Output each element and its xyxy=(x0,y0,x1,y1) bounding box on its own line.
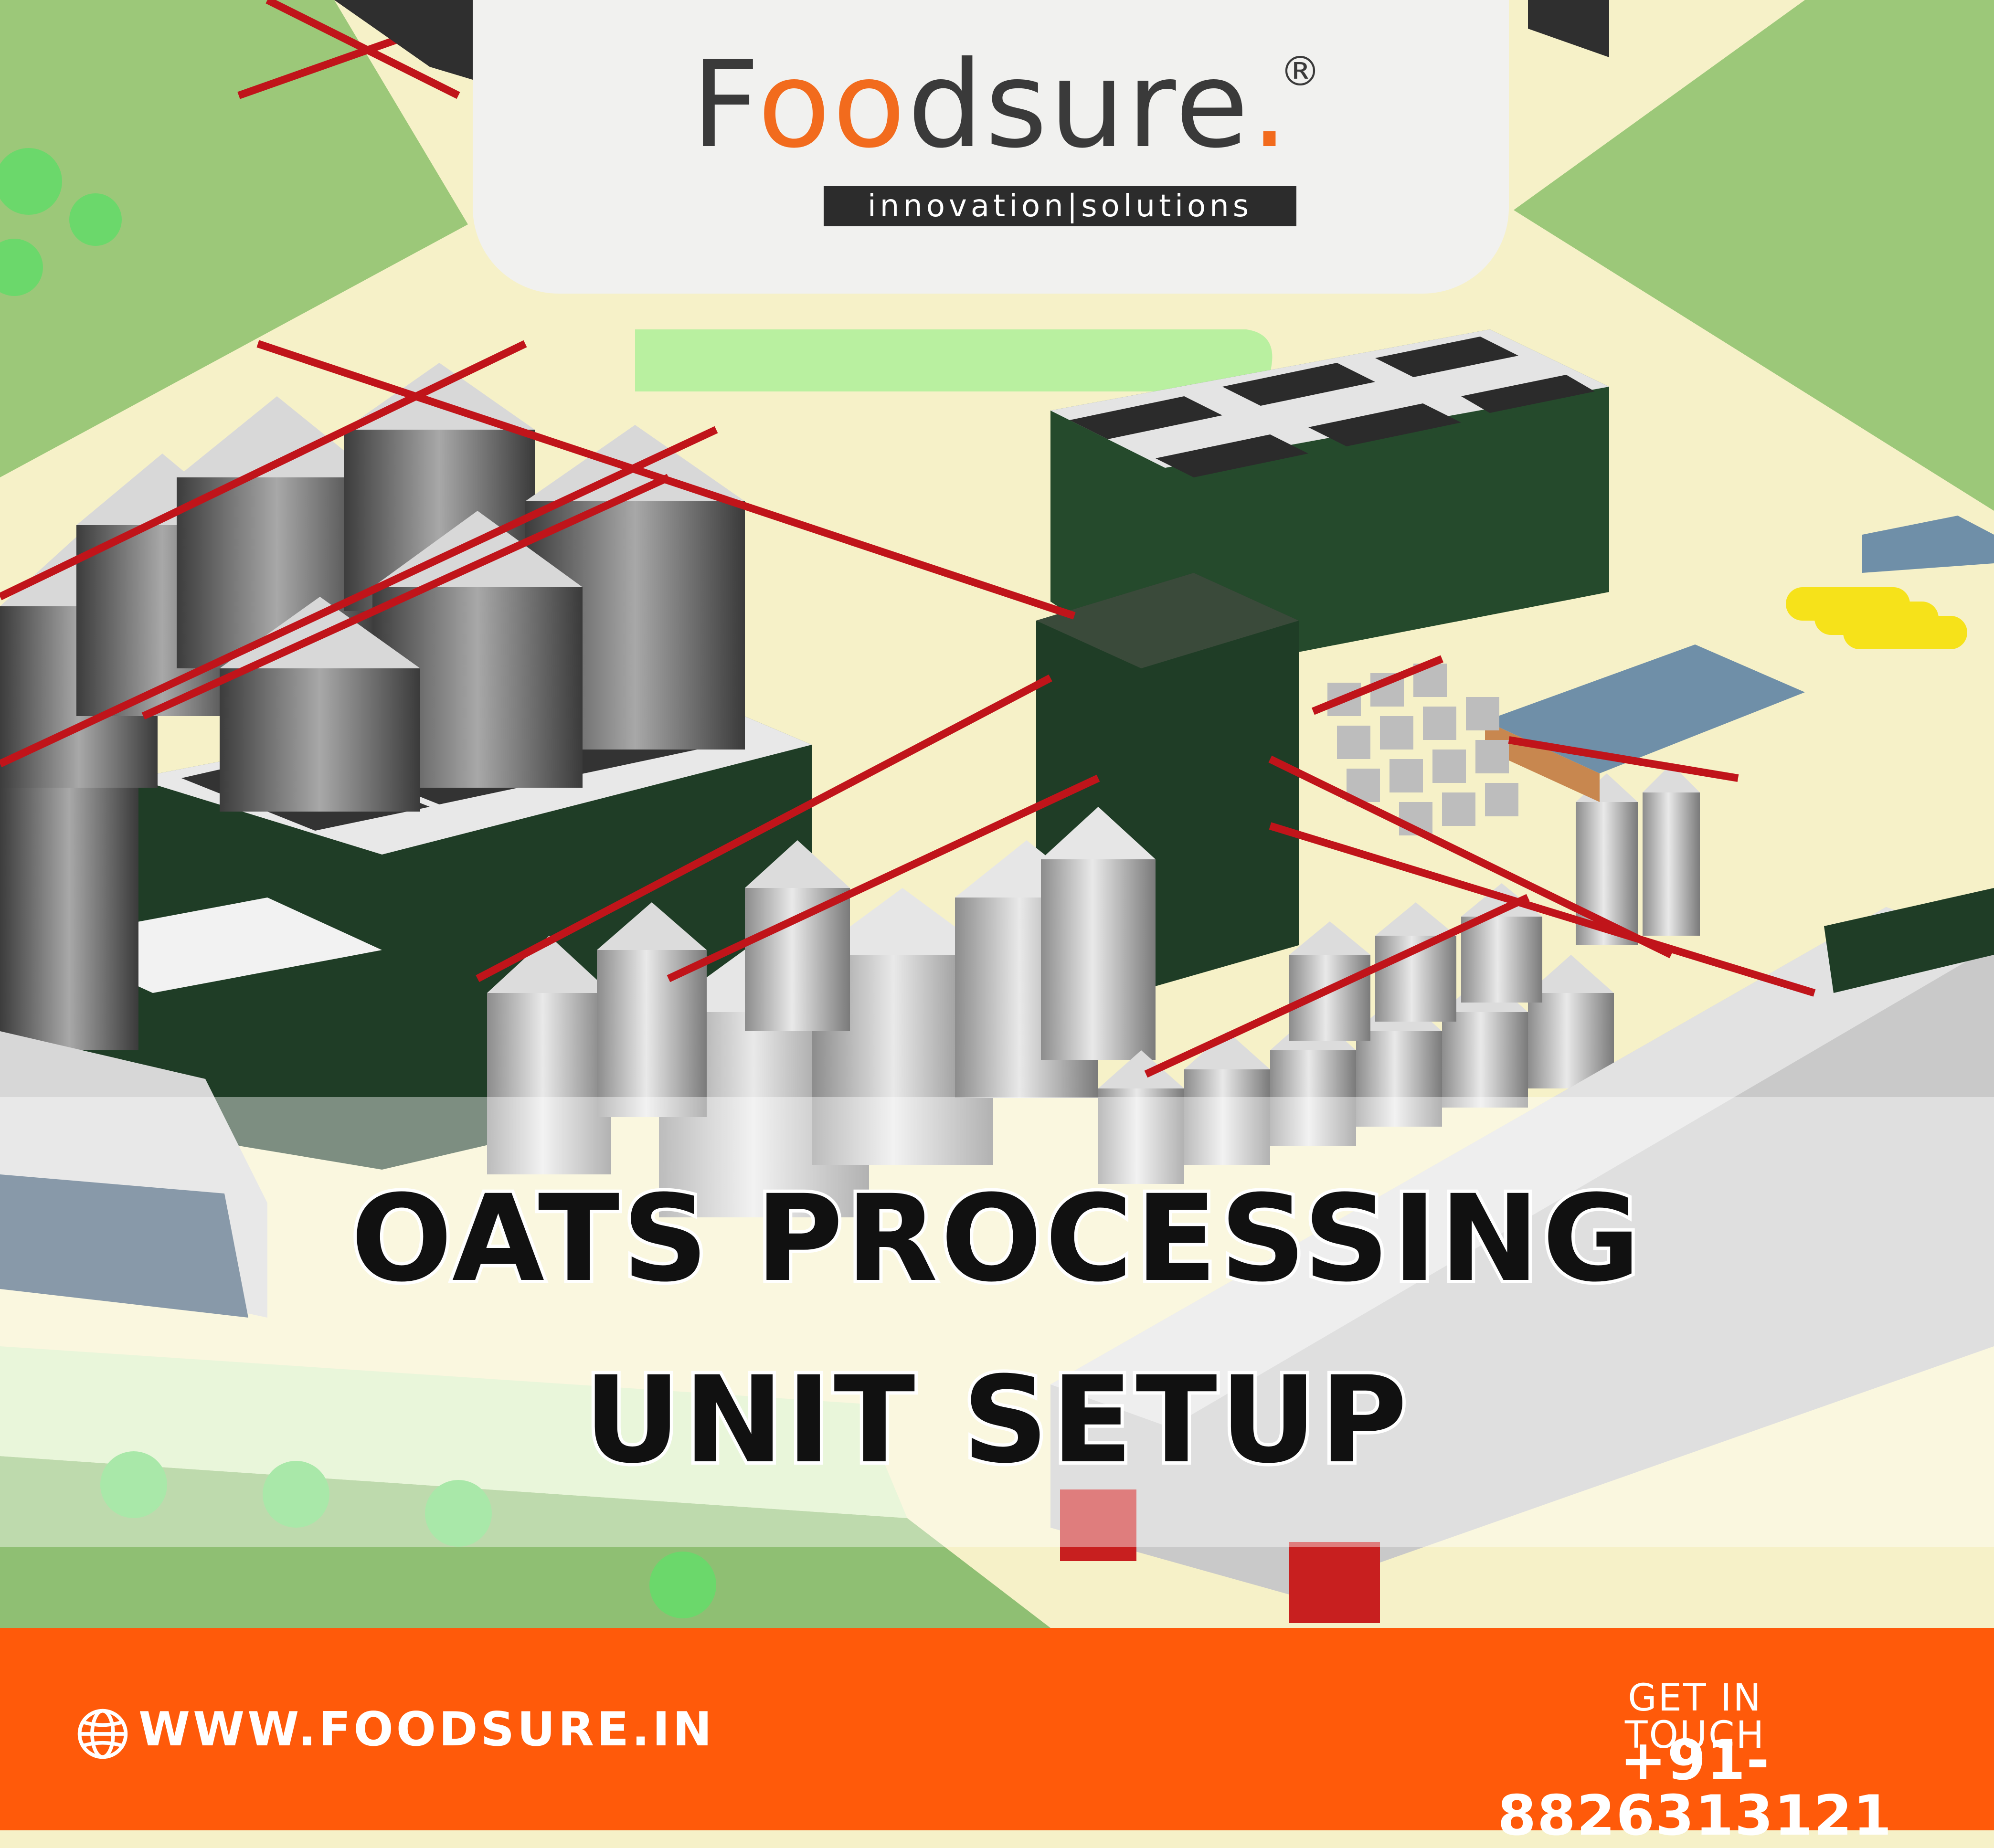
headline-line-1: OATS PROCESSING xyxy=(348,1169,1644,1308)
headline-band xyxy=(0,1097,1994,1547)
contact-label: GET IN TOUCH xyxy=(1624,1677,1766,1757)
brand-tagline: innovation|solutions xyxy=(824,186,1296,226)
brand-logo-orange-o: o xyxy=(832,35,908,174)
globe-icon xyxy=(77,1709,128,1759)
phone-number[interactable]: +91-8826313121 xyxy=(1497,1728,1893,1848)
logo-panel: Foodsure. ® innovation|solutions xyxy=(473,0,1509,294)
website-link[interactable]: WWW.FOODSURE.IN xyxy=(138,1702,715,1757)
brand-logo-orange-o: o xyxy=(757,35,833,174)
registered-mark: ® xyxy=(1280,48,1321,95)
headline-line-2: UNIT SETUP xyxy=(581,1351,1411,1489)
footer-bar xyxy=(0,1628,1994,1830)
brand-logo[interactable]: Foodsure. xyxy=(691,35,1291,174)
brand-logo-dot: . xyxy=(1250,35,1291,174)
